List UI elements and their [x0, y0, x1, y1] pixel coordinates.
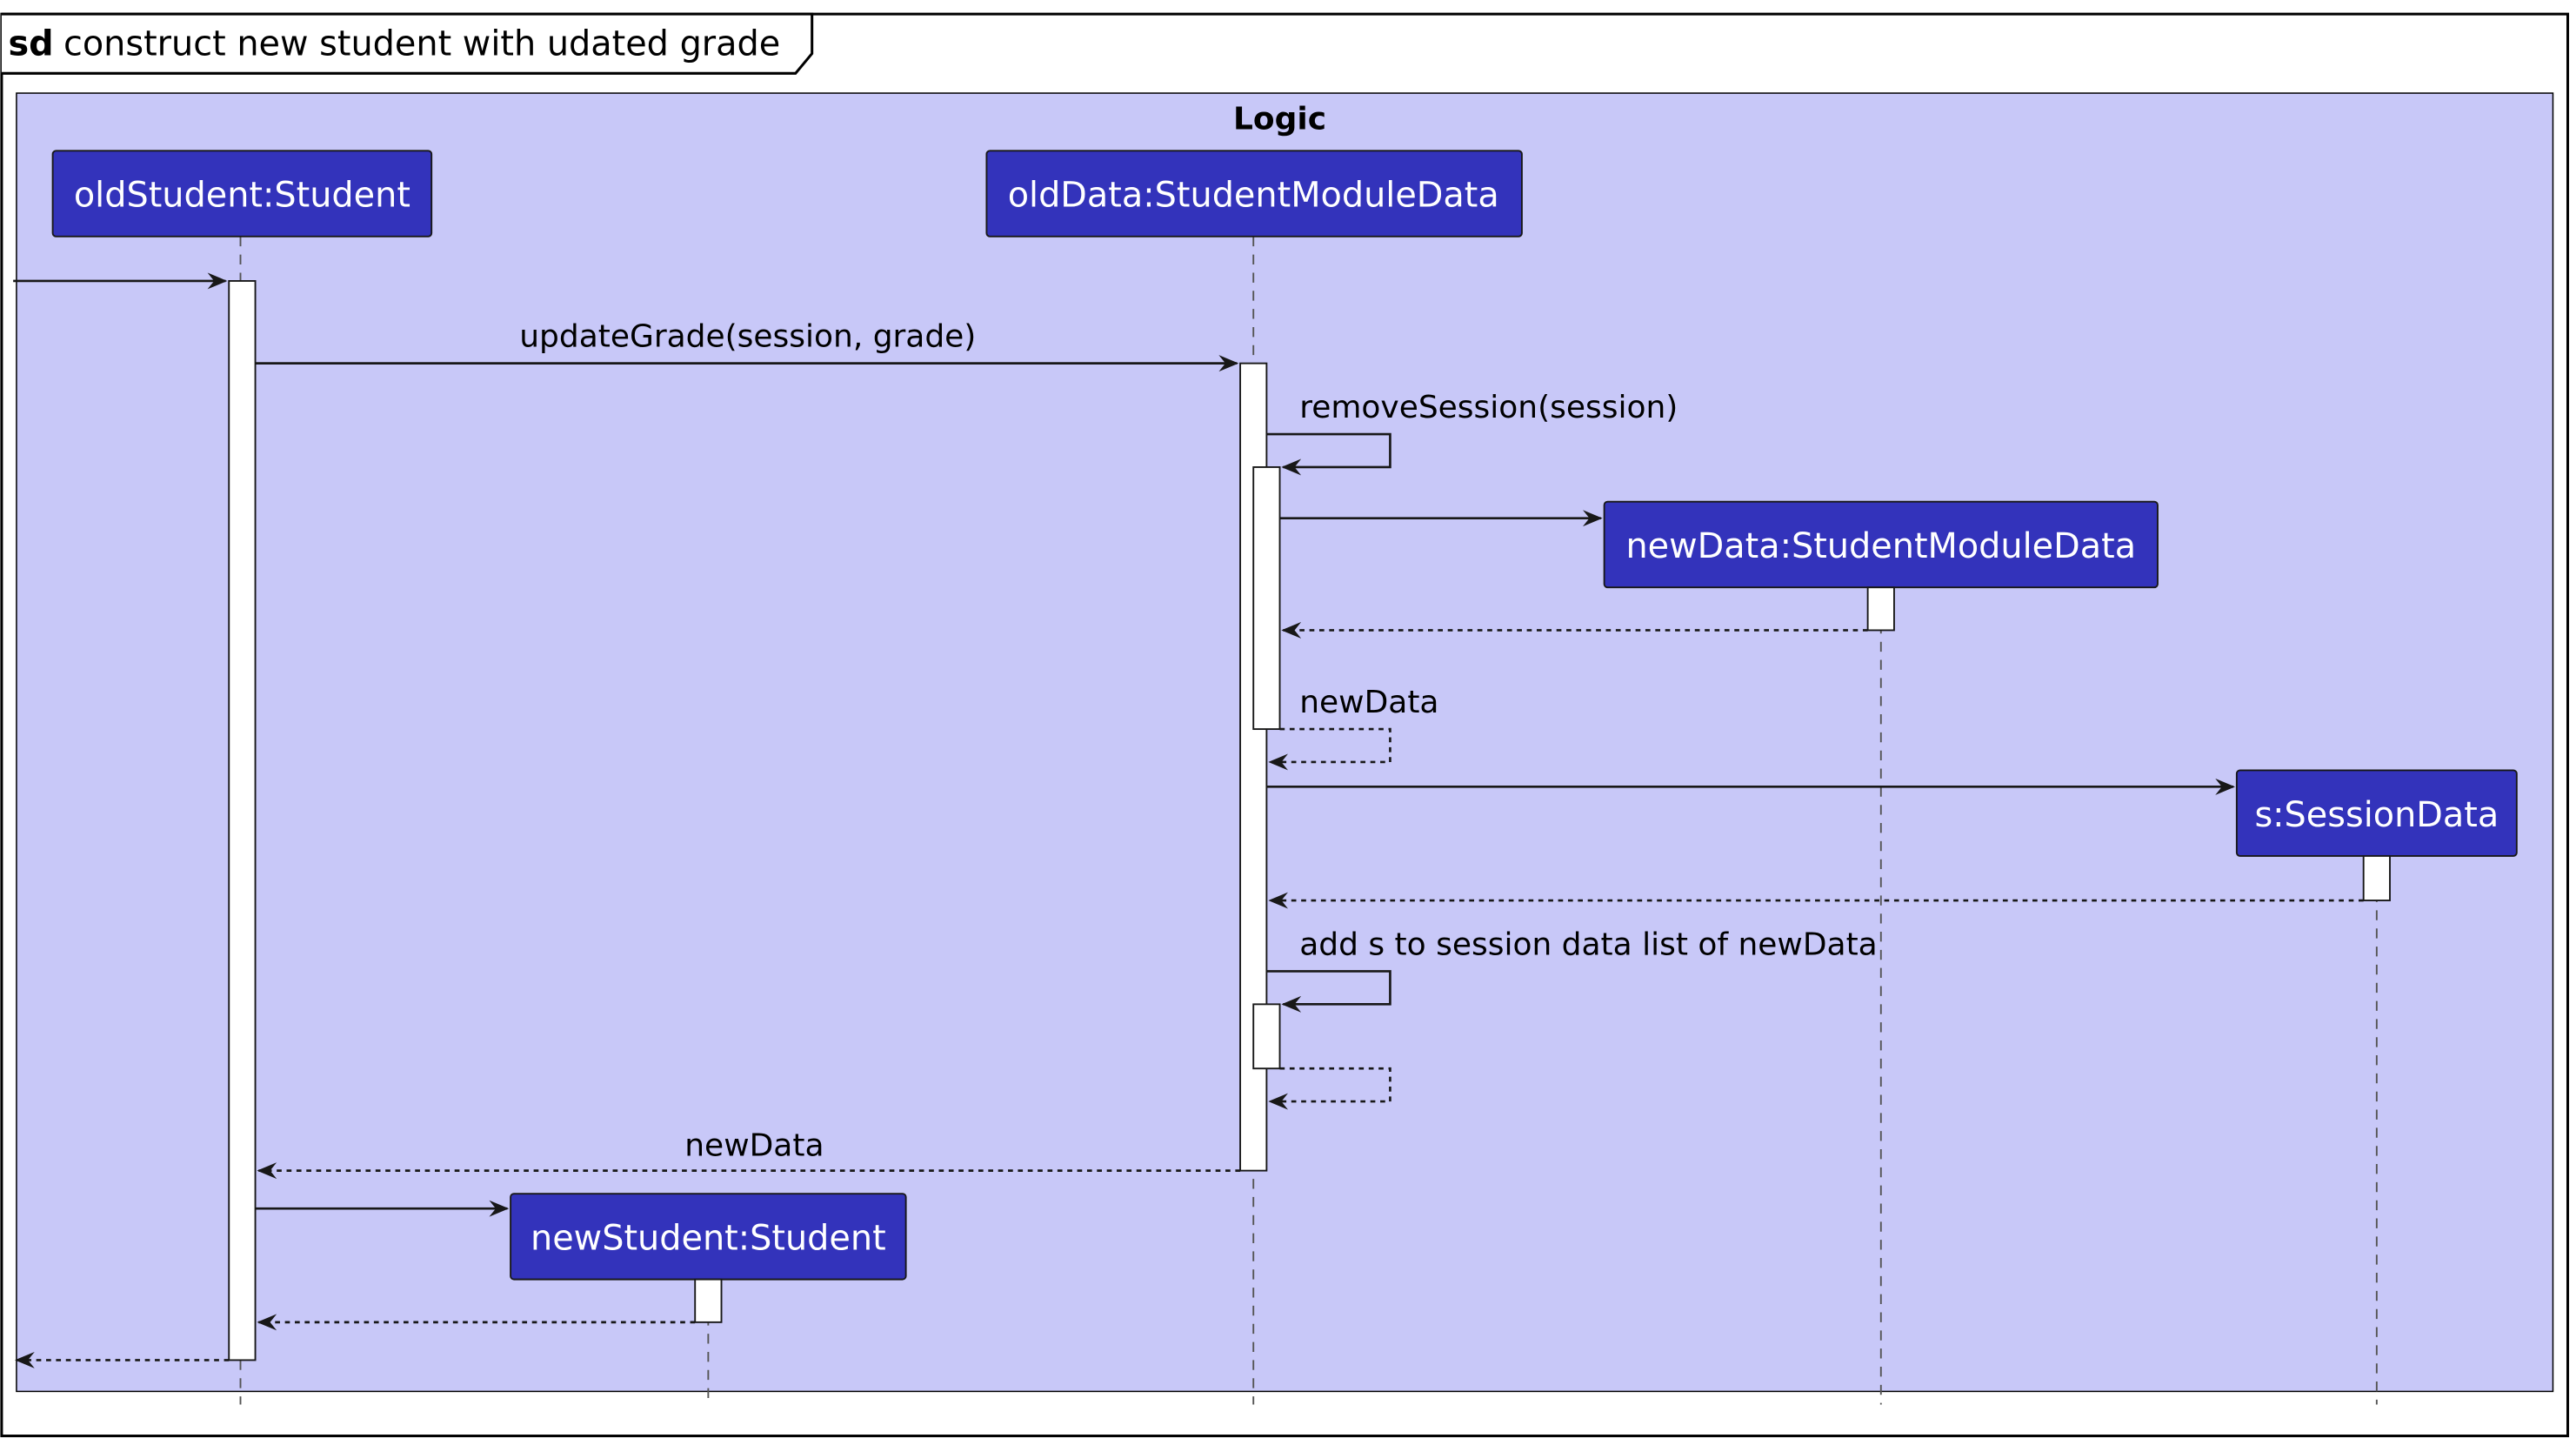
logic-box-label: Logic — [1233, 102, 1326, 137]
participant-sessiondata: s:SessionData — [2235, 769, 2518, 857]
participant-oldstudent-label: oldStudent:Student — [74, 176, 410, 216]
participant-oldstudent: oldStudent:Student — [51, 150, 433, 237]
label-addsession: add s to session data list of newData — [1299, 927, 1877, 963]
participant-olddata: oldData:StudentModuleData — [985, 150, 1523, 237]
label-return-newdata: newData — [1299, 685, 1438, 720]
participant-newstudent-label: newStudent:Student — [531, 1219, 886, 1259]
participant-newdata: newData:StudentModuleData — [1603, 500, 2159, 589]
logic-box — [16, 92, 2554, 1393]
participant-olddata-label: oldData:StudentModuleData — [1008, 176, 1499, 216]
message-addsession — [1266, 970, 1391, 1013]
activation-newstudent — [694, 1278, 723, 1323]
activation-newdata — [1866, 586, 1895, 632]
activation-sessiondata — [2362, 854, 2391, 901]
label-return-to-student: newData — [684, 1128, 824, 1164]
label-updategrade: updateGrade(session, grade) — [519, 319, 976, 355]
participant-newstudent: newStudent:Student — [510, 1193, 907, 1281]
sd-frame-tab — [1, 12, 814, 75]
message-removesession — [1266, 432, 1391, 476]
activations — [228, 279, 2391, 1361]
participant-sessiondata-label: s:SessionData — [2254, 795, 2499, 835]
activation-oldstudent — [228, 279, 257, 1361]
sd-title: construct new student with udated grade — [63, 23, 780, 64]
sd-keyword: sd — [8, 23, 53, 64]
activation-olddata-removesession — [1252, 466, 1281, 731]
messages — [13, 272, 2364, 1368]
activation-olddata-addsession — [1252, 1003, 1281, 1070]
label-removesession: removeSession(session) — [1299, 390, 1678, 425]
participant-newdata-label: newData:StudentModuleData — [1625, 526, 2136, 566]
